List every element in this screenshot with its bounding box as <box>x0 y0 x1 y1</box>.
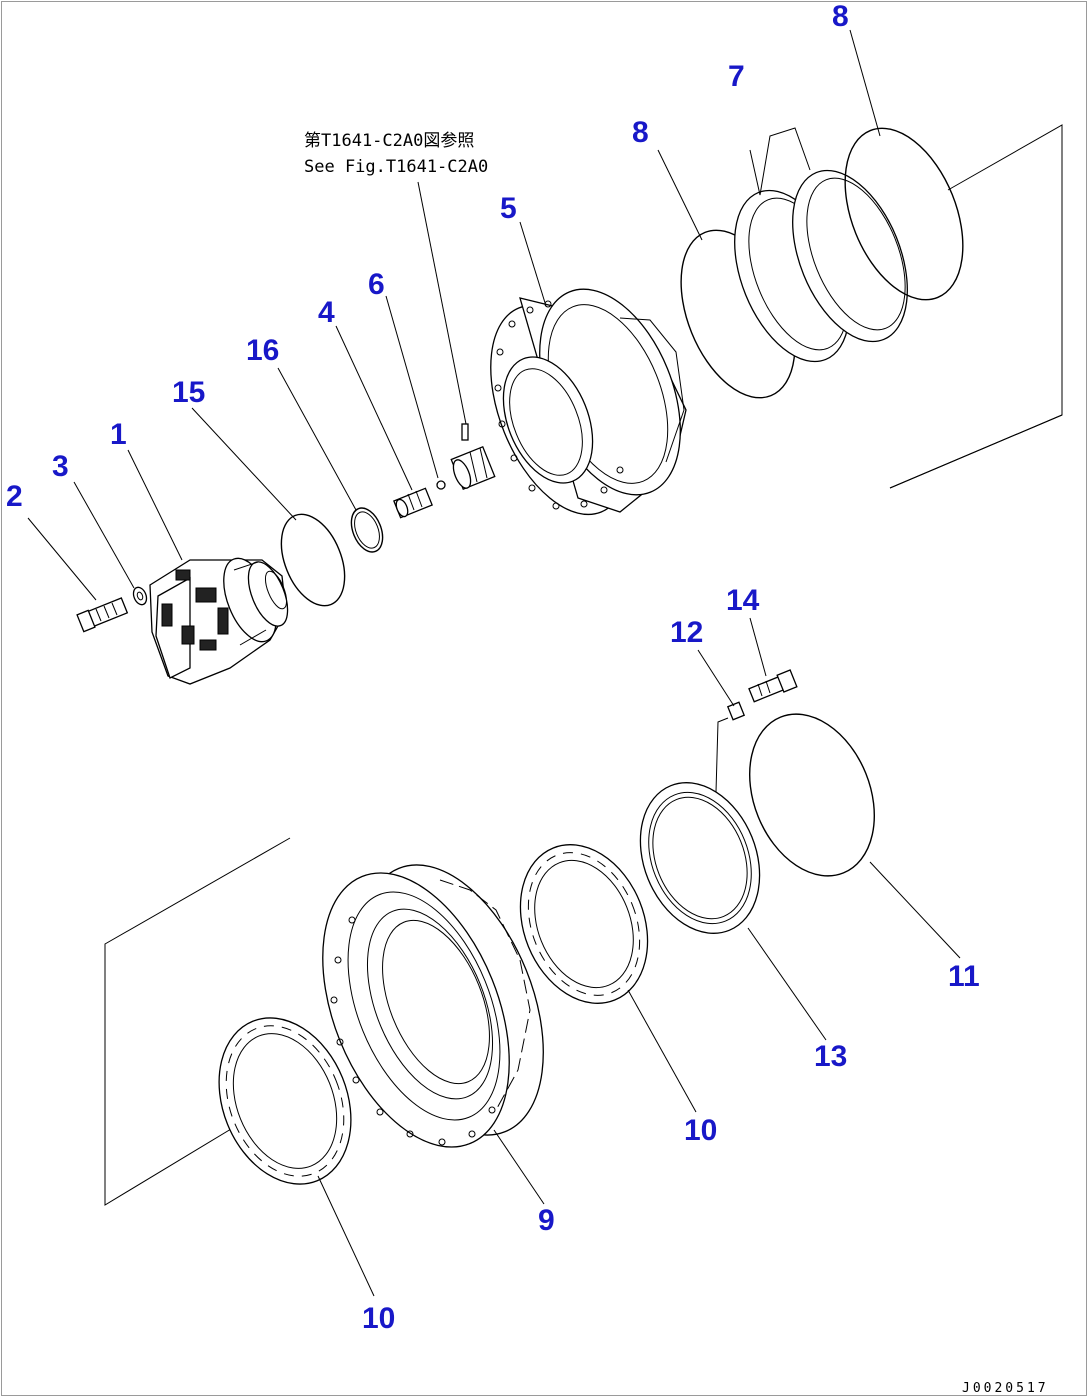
upper-group-line <box>889 414 1063 489</box>
part-15-o-ring <box>280 513 346 607</box>
callout-1: 1 <box>110 418 127 451</box>
callout-9: 9 <box>538 1204 555 1237</box>
callout-7: 7 <box>728 60 745 93</box>
callout-13: 13 <box>814 1040 847 1073</box>
callout-8-right: 8 <box>832 0 849 33</box>
leader-lines <box>27 29 961 1297</box>
coupling-ref-part <box>450 423 496 491</box>
callout-8-left: 8 <box>632 116 649 149</box>
callout-12: 12 <box>670 616 703 649</box>
upper-group-bracket <box>889 124 1063 489</box>
part-13-ring <box>639 782 761 934</box>
part-8-o-ring-right <box>844 127 964 301</box>
part-5-housing <box>490 288 687 516</box>
callout-10-lower: 10 <box>362 1302 395 1335</box>
callout-15: 15 <box>172 376 205 409</box>
callout-11: 11 <box>948 960 980 993</box>
part-7-floating-seal <box>734 169 908 363</box>
lower-group-bracket <box>104 837 291 1206</box>
callout-5: 5 <box>500 192 517 225</box>
part-9-hub <box>322 864 544 1148</box>
part-10-sprocket-lower <box>218 1017 352 1185</box>
callout-3: 3 <box>52 450 69 483</box>
callout-14: 14 <box>726 584 760 617</box>
callout-16: 16 <box>246 334 279 367</box>
drawing-code: J0020517 <box>962 1381 1049 1396</box>
part-3-washer <box>132 586 148 606</box>
part-2-bolt <box>76 597 129 633</box>
part-16-ring <box>350 507 384 553</box>
part-11-o-ring <box>748 713 876 877</box>
part-6-plug <box>436 480 446 490</box>
reference-note-jp: 第T1641-C2A0図参照 <box>304 131 474 151</box>
part-12-lock-plate <box>726 701 746 721</box>
callout-2: 2 <box>6 480 23 513</box>
part-4-shaft <box>393 487 433 519</box>
callout-4: 4 <box>318 296 335 329</box>
callout-6: 6 <box>368 268 385 301</box>
part-14-bolt <box>748 669 798 703</box>
reference-note-en: See Fig.T1641-C2A0 <box>304 157 488 177</box>
part-10-sprocket-middle <box>519 844 649 1004</box>
part-1-travel-motor <box>149 557 289 685</box>
callout-10-middle: 10 <box>684 1114 717 1147</box>
